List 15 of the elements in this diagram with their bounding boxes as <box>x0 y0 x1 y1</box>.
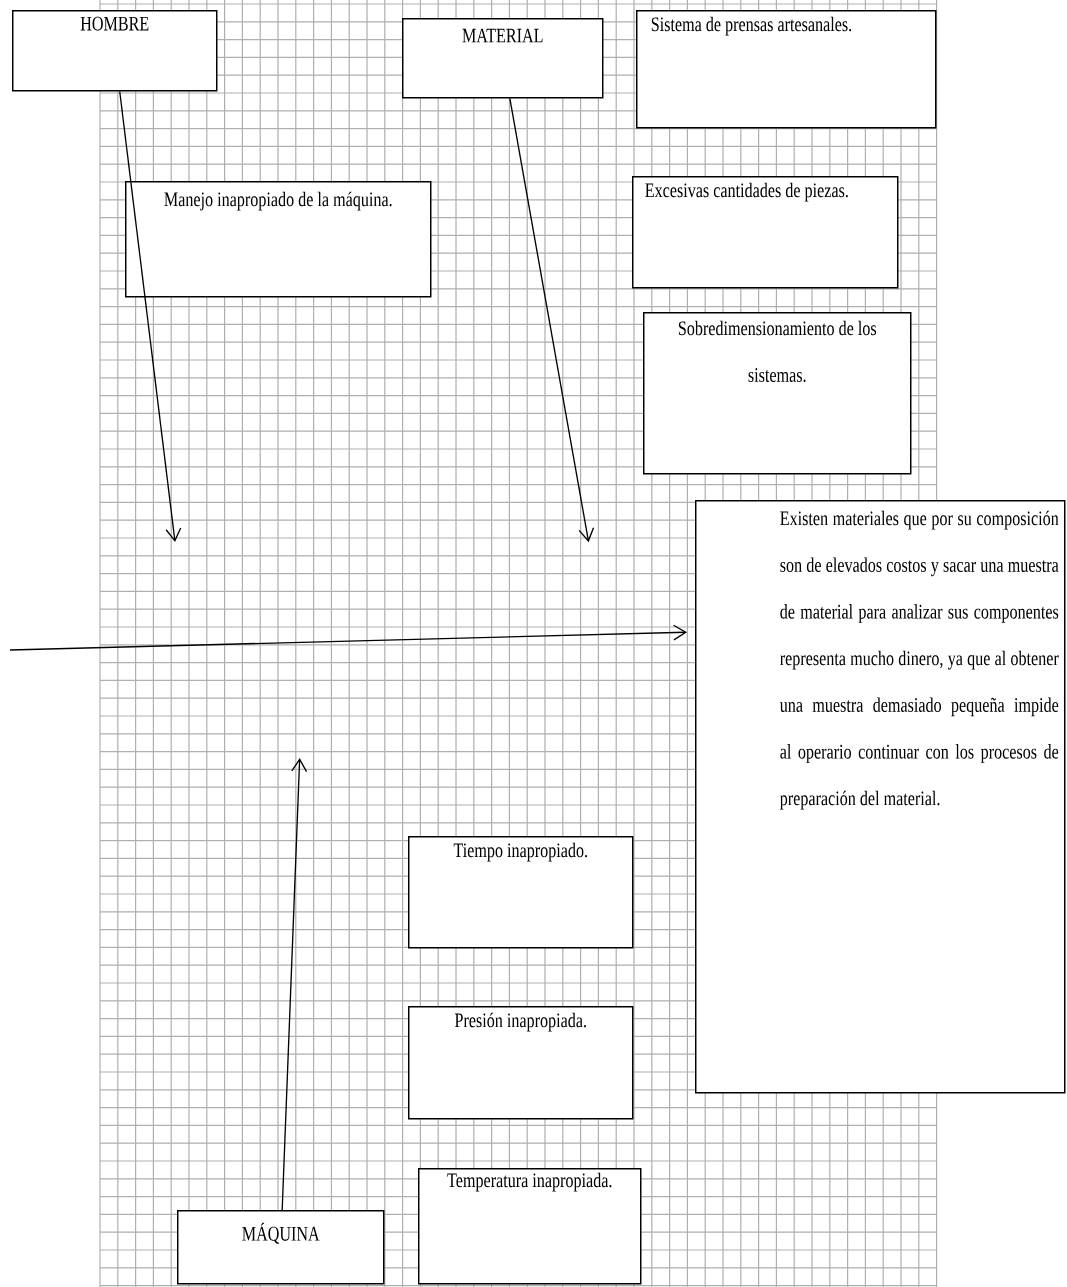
category-box: HOMBRE <box>12 10 218 92</box>
cause-box: Presión inapropiada. <box>408 1006 634 1120</box>
arrow <box>119 90 182 543</box>
category-box: MATERIAL <box>402 18 604 99</box>
cause-box: Tiempo inapropiado. <box>408 836 634 949</box>
effect-box: Existen materiales que por su composición son de elevados costos y sacar una muestra de material para analizar sus componentes representa mucho dinero, ya que al obtener una muestra demasiado pequeña impide al operario continuar con los procesos de preparación del material. <box>695 500 1066 1094</box>
arrow <box>281 758 308 1211</box>
category-box: MÁQUINA <box>177 1210 385 1285</box>
cause-box: Manejo inapropiado de la máquina. <box>125 181 432 298</box>
arrow <box>509 97 595 543</box>
cause-box: Excesivas cantidades de piezas. <box>632 176 899 289</box>
arrow <box>9 624 687 651</box>
cause-box: Temperatura inapropiada. <box>418 1168 642 1285</box>
cause-box: Sistema de prensas artesanales. <box>636 10 937 129</box>
cause-box: Sobredimensionamiento de los sistemas. <box>643 312 912 475</box>
